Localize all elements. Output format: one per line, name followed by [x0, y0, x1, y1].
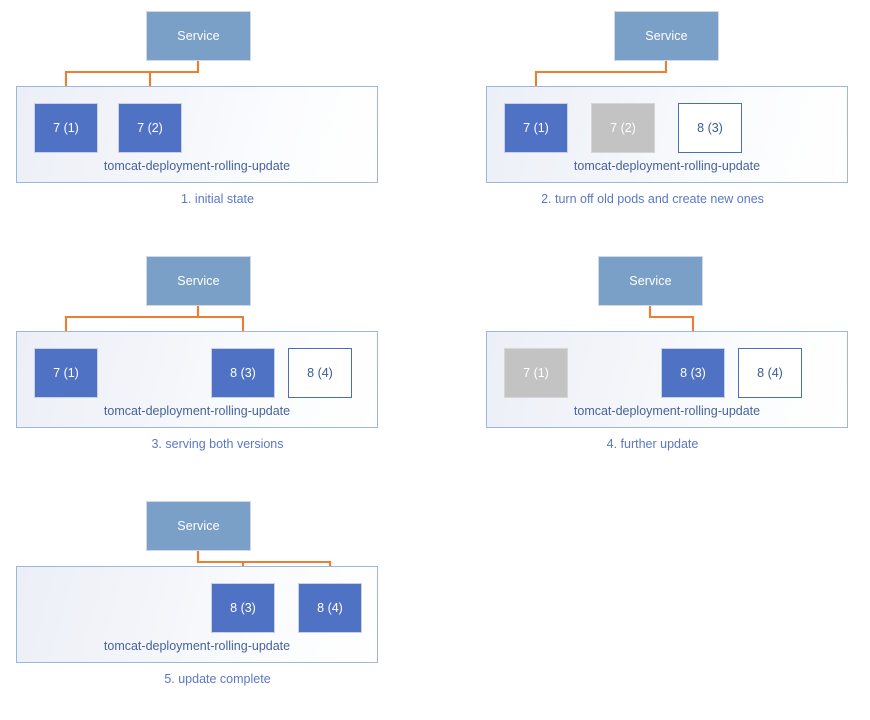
- pod-label: 8 (4): [757, 366, 783, 380]
- pod-8-3[interactable]: 8 (3): [211, 583, 275, 633]
- pod-label: 7 (1): [53, 121, 79, 135]
- pod-label: 7 (2): [610, 121, 636, 135]
- pod-8-4[interactable]: 8 (4): [738, 348, 802, 398]
- service-label: Service: [177, 274, 220, 288]
- deployment-name-label: tomcat-deployment-rolling-update: [573, 159, 761, 173]
- deployment-name-label: tomcat-deployment-rolling-update: [573, 404, 761, 418]
- pod-7-1[interactable]: 7 (1): [34, 348, 98, 398]
- pod-7-2[interactable]: 7 (2): [591, 103, 655, 153]
- pod-8-3[interactable]: 8 (3): [661, 348, 725, 398]
- pod-7-1[interactable]: 7 (1): [34, 103, 98, 153]
- pod-8-3[interactable]: 8 (3): [678, 103, 742, 153]
- pod-label: 8 (3): [230, 366, 256, 380]
- pod-label: 8 (3): [680, 366, 706, 380]
- pod-7-2[interactable]: 7 (2): [118, 103, 182, 153]
- service-label: Service: [629, 274, 672, 288]
- service-box[interactable]: Service: [146, 501, 251, 551]
- pod-8-4[interactable]: 8 (4): [288, 348, 352, 398]
- service-label: Service: [177, 519, 220, 533]
- service-label: Service: [177, 29, 220, 43]
- panel-caption: 2. turn off old pods and create new ones: [541, 192, 764, 206]
- panel-caption: 4. further update: [606, 437, 699, 451]
- panel-caption: 1. initial state: [181, 192, 254, 206]
- pod-8-3[interactable]: 8 (3): [211, 348, 275, 398]
- pod-7-1[interactable]: 7 (1): [504, 103, 568, 153]
- panel-further-update: Service tomcat-deployment-rolling-update…: [435, 245, 870, 475]
- service-box[interactable]: Service: [146, 11, 251, 61]
- pod-8-4[interactable]: 8 (4): [298, 583, 362, 633]
- service-box[interactable]: Service: [598, 256, 703, 306]
- panel-caption: 5. update complete: [164, 672, 271, 686]
- pod-label: 7 (1): [53, 366, 79, 380]
- deployment-name-label: tomcat-deployment-rolling-update: [103, 404, 291, 418]
- pod-label: 8 (4): [307, 366, 333, 380]
- service-box[interactable]: Service: [146, 256, 251, 306]
- service-label: Service: [645, 29, 688, 43]
- deployment-name-label: tomcat-deployment-rolling-update: [103, 639, 291, 653]
- panel-caption: 3. serving both versions: [151, 437, 284, 451]
- service-box[interactable]: Service: [614, 11, 719, 61]
- pod-label: 8 (3): [697, 121, 723, 135]
- pod-label: 7 (1): [523, 121, 549, 135]
- pod-label: 7 (1): [523, 366, 549, 380]
- deployment-container[interactable]: tomcat-deployment-rolling-update: [486, 86, 848, 183]
- pod-label: 8 (4): [317, 601, 343, 615]
- pod-label: 7 (2): [137, 121, 163, 135]
- panel-serving-both-versions: Service tomcat-deployment-rolling-update…: [0, 245, 435, 475]
- deployment-name-label: tomcat-deployment-rolling-update: [103, 159, 291, 173]
- panel-update-complete: Service tomcat-deployment-rolling-update…: [0, 490, 435, 720]
- pod-7-1[interactable]: 7 (1): [504, 348, 568, 398]
- panel-turn-off-old-pods: Service tomcat-deployment-rolling-update…: [435, 0, 870, 230]
- pod-label: 8 (3): [230, 601, 256, 615]
- panel-initial-state: Service tomcat-deployment-rolling-update…: [0, 0, 435, 230]
